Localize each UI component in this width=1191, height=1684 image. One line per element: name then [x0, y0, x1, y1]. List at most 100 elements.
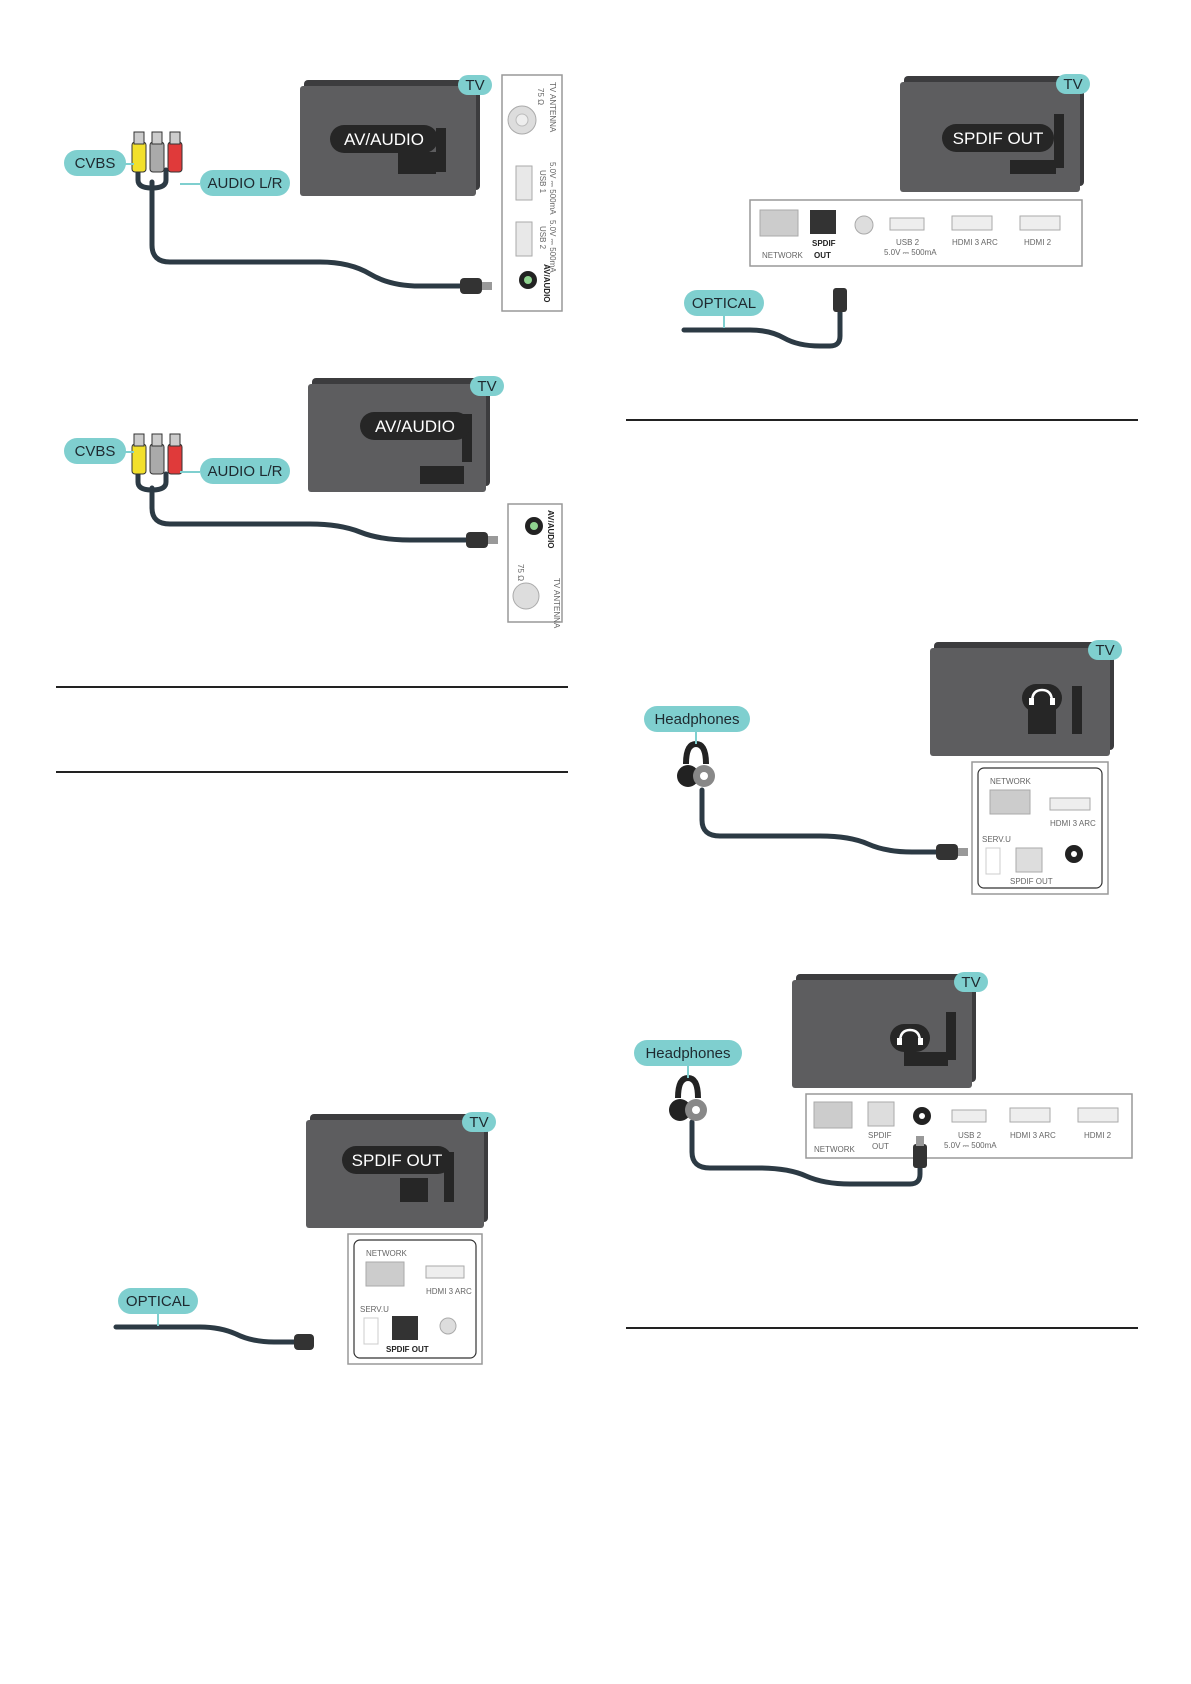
diagram-headphones-rear-panel: TV NETWORK SPDIF OUT USB 2 5.0V ⎓ 500mA …	[628, 972, 1138, 1262]
svg-text:NETWORK: NETWORK	[814, 1145, 856, 1154]
spdif-port-icon	[392, 1316, 418, 1340]
svg-text:HDMI 3 ARC: HDMI 3 ARC	[952, 238, 998, 247]
network-port-icon	[365, 1261, 405, 1287]
svg-text:TV: TV	[465, 77, 484, 94]
diagram-headphones-side-panel: TV NETWORK HDMI 3 ARC SERV.U SPDIF OUT H…	[640, 640, 1122, 910]
svg-text:SPDIF OUT: SPDIF OUT	[1010, 877, 1053, 886]
svg-text:OPTICAL: OPTICAL	[692, 295, 756, 312]
diagram-cvbs-av-audio-side-panel: AV/AUDIO TV TV ANTENNA 75 Ω USB 1 5.0V ⎓…	[60, 70, 570, 312]
hdmi3-port-icon	[951, 215, 993, 231]
usb2-port-icon	[889, 217, 925, 231]
optical-plug-icon	[833, 288, 847, 312]
av-jack-plug-icon	[466, 532, 488, 548]
tv-tag: TV	[470, 376, 504, 396]
spdif-port-icon	[810, 210, 836, 234]
av-audio-screen-label: AV/AUDIO	[360, 412, 470, 440]
hdmi3-port-icon	[425, 1265, 465, 1279]
svg-text:HDMI 3 ARC: HDMI 3 ARC	[1050, 819, 1096, 828]
hdmi2-port-icon	[1077, 1107, 1119, 1123]
section-divider-bottom-left	[56, 771, 568, 773]
svg-text:HDMI 3 ARC: HDMI 3 ARC	[1010, 1131, 1056, 1140]
svg-text:5.0V ⎓ 500mA: 5.0V ⎓ 500mA	[548, 220, 557, 273]
rear-connector-panel	[805, 1093, 1133, 1159]
cvbs-tag: CVBS	[64, 150, 134, 176]
av-jack-plug-icon	[460, 278, 482, 294]
spdif-port-icon	[1015, 847, 1043, 873]
diagram-cvbs-av-audio-bottom-panel: AV/AUDIO TV AV/AUDIO 75 Ω TV ANTENNA CVB…	[60, 376, 570, 629]
usb2-port-icon	[951, 1109, 987, 1123]
headphone-screen-icon	[890, 1024, 930, 1052]
svg-text:SPDIF OUT: SPDIF OUT	[352, 1151, 443, 1170]
svg-text:AV/AUDIO: AV/AUDIO	[542, 264, 551, 303]
svg-text:USB 1: USB 1	[538, 170, 547, 194]
headphone-jack-plug-icon	[913, 1144, 927, 1168]
svg-text:TV: TV	[469, 1114, 488, 1131]
svg-text:AV/AUDIO: AV/AUDIO	[546, 510, 555, 549]
svg-text:75 Ω: 75 Ω	[536, 88, 545, 105]
servu-port-icon	[363, 1317, 379, 1345]
section-divider-top-right	[626, 419, 1138, 421]
rca-plugs-icon	[131, 131, 183, 173]
svg-text:TV: TV	[961, 974, 980, 991]
svg-text:Headphones: Headphones	[654, 711, 739, 728]
headphones-tag: Headphones	[634, 1040, 742, 1078]
svg-text:CVBS: CVBS	[75, 155, 116, 172]
tv-tag: TV	[458, 75, 492, 95]
tv-tag: TV	[1088, 640, 1122, 660]
svg-text:Headphones: Headphones	[645, 1045, 730, 1062]
optical-tag: OPTICAL	[684, 290, 764, 328]
svg-text:TV: TV	[1095, 642, 1114, 659]
svg-text:NETWORK: NETWORK	[762, 251, 804, 260]
diagram-optical-spdif-side-panel: SPDIF OUT TV NETWORK HDMI 3 ARC SERV.U S…	[110, 1112, 510, 1372]
svg-text:SPDIF OUT: SPDIF OUT	[386, 1345, 429, 1354]
headphones-icon	[669, 1074, 707, 1121]
section-divider-top-left	[56, 686, 568, 688]
svg-text:HDMI 2: HDMI 2	[1024, 238, 1052, 247]
rca-plugs-icon	[131, 433, 183, 475]
tv-tag: TV	[954, 972, 988, 992]
svg-text:OUT: OUT	[872, 1142, 889, 1151]
rear-connector-panel	[749, 199, 1083, 267]
spdif-port-icon	[867, 1101, 895, 1127]
svg-text:AV/AUDIO: AV/AUDIO	[344, 130, 424, 149]
headphone-port-icon	[854, 215, 874, 235]
svg-text:HDMI 2: HDMI 2	[1084, 1131, 1112, 1140]
svg-text:USB 2: USB 2	[896, 238, 920, 247]
svg-text:NETWORK: NETWORK	[366, 1249, 408, 1258]
optical-plug-icon	[294, 1334, 314, 1350]
svg-text:5.0V ⎓ 500mA: 5.0V ⎓ 500mA	[944, 1141, 997, 1150]
svg-text:AV/AUDIO: AV/AUDIO	[375, 417, 455, 436]
svg-text:TV: TV	[477, 378, 496, 395]
optical-tag: OPTICAL	[118, 1288, 198, 1326]
headphone-jack-plug-icon	[936, 844, 958, 860]
hdmi3-port-icon	[1009, 1107, 1051, 1123]
hdmi2-port-icon	[1019, 215, 1061, 231]
network-port-icon	[813, 1101, 853, 1129]
svg-text:5.0V ⎓ 500mA: 5.0V ⎓ 500mA	[548, 162, 557, 215]
svg-text:NETWORK: NETWORK	[990, 777, 1032, 786]
svg-text:CVBS: CVBS	[75, 443, 116, 460]
svg-text:HDMI 3 ARC: HDMI 3 ARC	[426, 1287, 472, 1296]
diagram-optical-spdif-rear-panel: SPDIF OUT TV NETWORK SPDIF OUT USB 2 5.0…	[680, 70, 1100, 360]
svg-text:TV ANTENNA: TV ANTENNA	[552, 578, 561, 629]
svg-text:SPDIF: SPDIF	[812, 239, 836, 248]
audio-lr-tag: AUDIO L/R	[180, 170, 290, 196]
usb1-port-icon	[515, 165, 533, 201]
antenna-port-icon	[512, 582, 540, 610]
svg-text:AUDIO L/R: AUDIO L/R	[207, 175, 282, 192]
spdif-out-screen-label: SPDIF OUT	[342, 1146, 452, 1174]
svg-text:AUDIO L/R: AUDIO L/R	[207, 463, 282, 480]
svg-text:75 Ω: 75 Ω	[516, 564, 525, 581]
svg-text:SPDIF: SPDIF	[868, 1131, 892, 1140]
servu-port-icon	[985, 847, 1001, 875]
headphone-port-icon	[439, 1317, 457, 1335]
svg-text:SERV.U: SERV.U	[982, 835, 1011, 844]
section-divider-bottom-right	[626, 1327, 1138, 1329]
tv-tag: TV	[462, 1112, 496, 1132]
hdmi3-port-icon	[1049, 797, 1091, 811]
svg-text:USB 2: USB 2	[958, 1131, 982, 1140]
spdif-out-screen-label: SPDIF OUT	[942, 124, 1054, 152]
headphones-tag: Headphones	[644, 706, 750, 744]
svg-text:TV: TV	[1063, 76, 1082, 93]
svg-text:5.0V ⎓ 500mA: 5.0V ⎓ 500mA	[884, 248, 937, 257]
